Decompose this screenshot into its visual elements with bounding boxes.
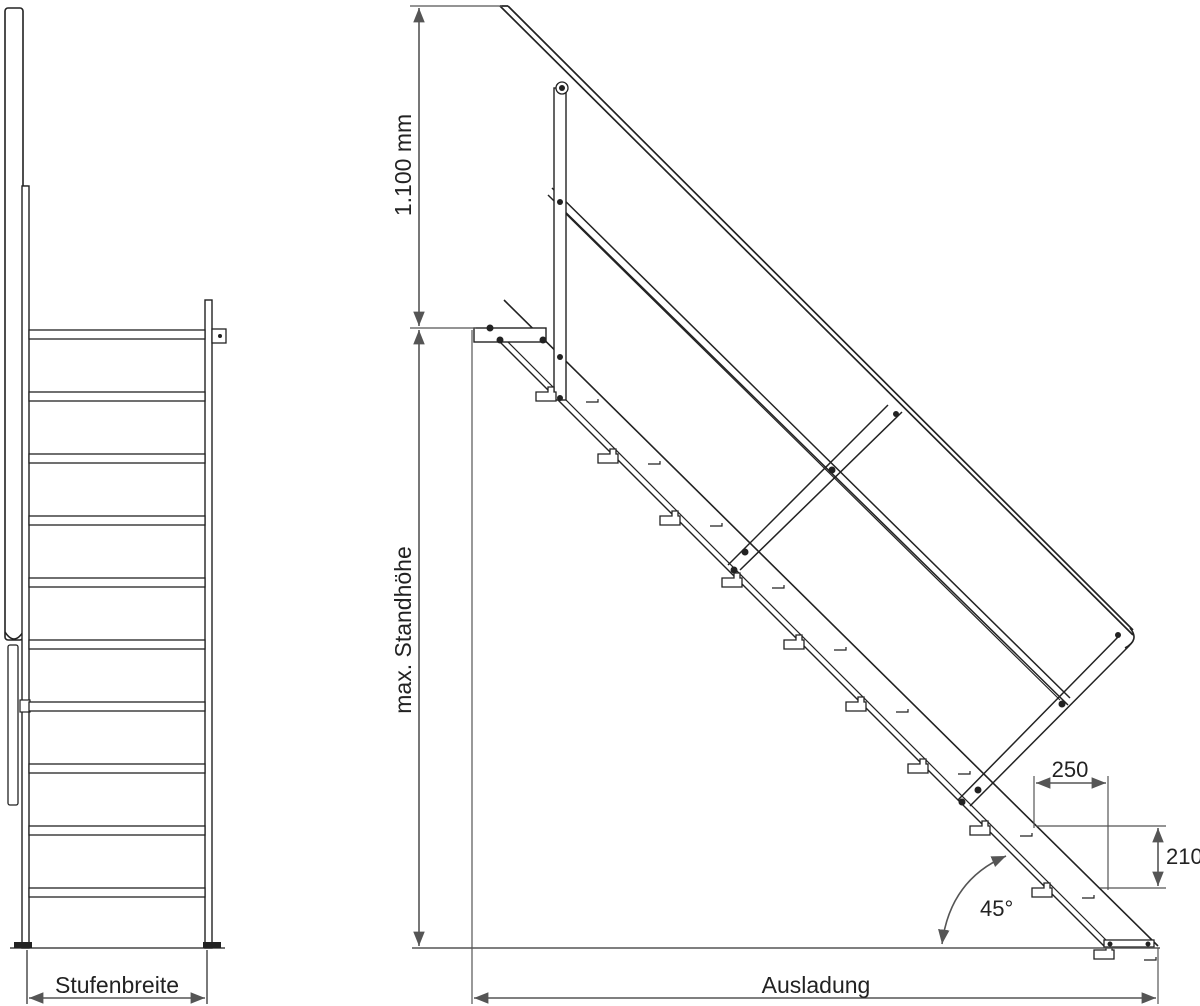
front-step [28,329,206,340]
side-step-bracket [896,709,909,713]
side-step-bracket [772,585,785,589]
side-step-bracket [710,523,723,527]
left-foot [14,942,32,948]
side-step-bracket [648,461,661,465]
side-step [535,386,557,402]
stringer-upper [503,299,1159,947]
front-step [28,763,206,774]
cross-brace-1 [727,404,889,566]
side-step-bracket [958,771,971,775]
main-handrail [499,5,1134,636]
front-step [28,887,206,898]
riser-height-label: 210 [1166,844,1200,869]
step-width-label: Stufenbreite [55,972,179,998]
tread-depth-label: 250 [1052,757,1089,782]
side-step [845,696,867,712]
side-step [783,634,805,650]
right-foot [203,942,221,948]
top-platform [473,327,547,343]
front-steps [28,329,206,898]
cross-brace-2 [957,636,1119,801]
front-view: Stufenbreite [4,7,227,1004]
angle-label: 45° [980,896,1013,921]
side-steps [535,386,1157,961]
left-stringer [21,185,30,949]
side-step [907,758,929,774]
front-step [28,515,206,526]
knee-rail [547,194,1069,706]
front-step [28,639,206,650]
side-step-bracket [1082,895,1095,899]
upper-post [553,87,567,401]
handrail-height-label: 1.100 mm [390,114,416,216]
front-step [28,577,206,588]
side-step-bracket [834,647,847,651]
side-step [969,820,991,836]
side-step [1031,882,1053,898]
projection-label: Ausladung [762,972,871,998]
right-stringer [204,299,213,949]
side-step [659,510,681,526]
side-step [721,572,743,588]
front-step [28,825,206,836]
max-height-label: max. Standhöhe [390,546,416,714]
bottom-foot [1103,939,1155,948]
lower-rail-bracket [7,644,19,806]
side-view: 1.100 mm max. Standhöhe Ausladung 250 21… [390,5,1200,1004]
side-step [597,448,619,464]
front-step [28,391,206,402]
side-step-bracket [1020,833,1033,837]
side-step-bracket [586,399,599,403]
front-step [28,453,206,464]
side-step-bracket [1144,957,1157,961]
angle-arc [938,855,1007,945]
handrail-post [4,7,24,641]
front-step [28,701,206,712]
